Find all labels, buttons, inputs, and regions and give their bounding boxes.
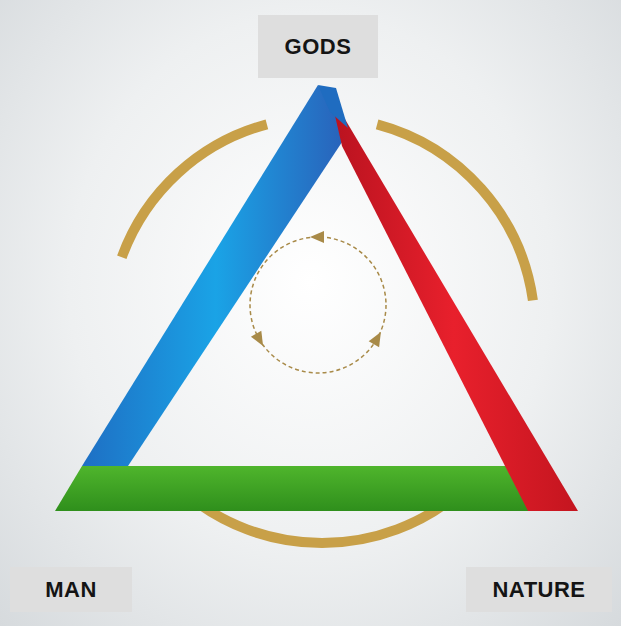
cycle-arrowheads [251,231,381,347]
node-label: MAN [45,577,97,603]
blue-band [82,85,350,466]
cycle-circle [250,237,386,373]
red-band [330,94,578,511]
label-box: MAN [10,567,132,612]
green-band [55,466,548,511]
label-box: NATURE [466,567,612,612]
node-label: GODS [285,34,352,60]
blue-band-top [318,85,348,128]
label-box: GODS [258,15,378,78]
node-label: NATURE [492,577,585,603]
